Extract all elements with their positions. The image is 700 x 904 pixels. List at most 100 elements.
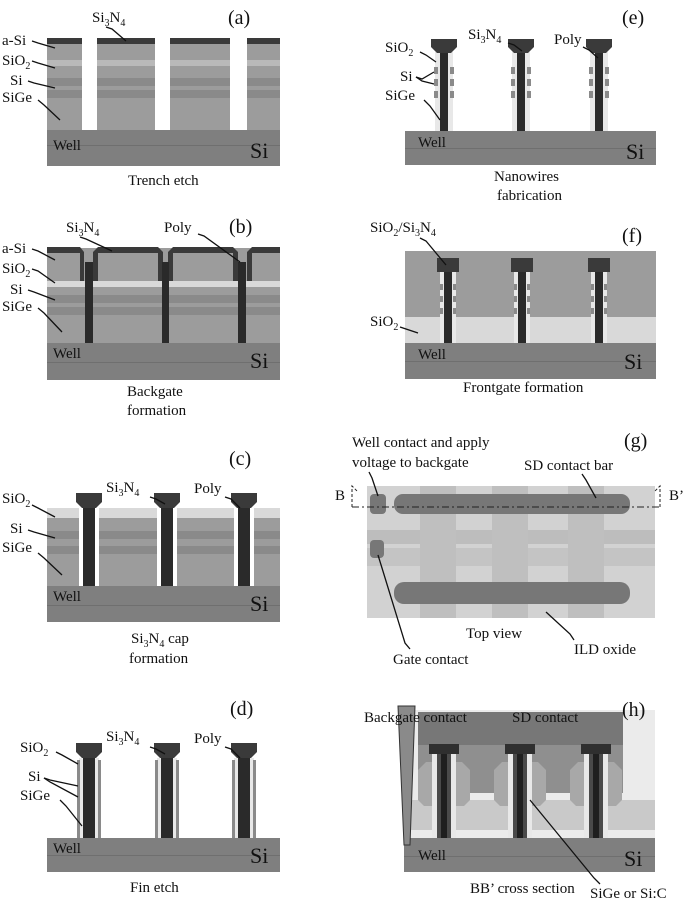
label-sio2: SiO2 xyxy=(2,53,30,72)
nitride-cap xyxy=(76,743,102,758)
poly-backgate xyxy=(441,752,447,838)
leader-line xyxy=(37,307,63,333)
poly-backgate xyxy=(85,262,93,343)
well-contact xyxy=(370,494,386,514)
nitride-cap xyxy=(76,493,102,508)
nanowire xyxy=(589,79,593,86)
leader-line xyxy=(79,236,113,252)
substrate xyxy=(47,586,280,622)
nanowire xyxy=(453,296,456,302)
poly-backgate xyxy=(161,756,173,838)
poly-backgate xyxy=(595,272,603,343)
nanowire xyxy=(514,284,517,290)
fin-sidewall xyxy=(176,760,179,838)
leader-line xyxy=(37,552,63,576)
poly-backgate xyxy=(518,272,526,343)
nitride-cap xyxy=(170,38,230,44)
panel-f: (f) SiO2/Si3N4 SiO2 Well Si Frontgate fo… xyxy=(370,220,656,396)
cut-marker-right xyxy=(654,484,661,507)
label-well: Well xyxy=(53,346,81,362)
nanowire xyxy=(605,67,609,74)
nanowire xyxy=(604,296,607,302)
label-well: Well xyxy=(418,347,446,363)
backgate-contact xyxy=(397,705,416,846)
label-poly: Poly xyxy=(194,481,222,497)
oxide-nitride-cap xyxy=(511,258,533,272)
panel-tag: (d) xyxy=(230,698,253,720)
label-sio2: SiO2 xyxy=(370,314,398,333)
label-well: Well xyxy=(53,138,81,154)
leader-line xyxy=(415,76,435,85)
panel-tag: (h) xyxy=(622,699,645,721)
leader-line xyxy=(27,529,56,539)
nanowire xyxy=(527,284,530,290)
nitride-cap xyxy=(247,247,280,281)
nanowire xyxy=(434,67,438,74)
label-sige: SiGe xyxy=(2,90,32,106)
sd-contact-bar xyxy=(394,494,630,514)
nanowire xyxy=(450,79,454,86)
panel-c: (c) SiO2 Si SiGe Si3N4 Poly Well Si Si3N… xyxy=(2,448,280,667)
leader-line xyxy=(27,289,56,301)
label-sio2: SiO2 xyxy=(2,491,30,510)
leader-line xyxy=(529,799,601,885)
label-si3n4: Si3N4 xyxy=(92,10,125,29)
nitride-cap xyxy=(247,38,280,44)
nanowire xyxy=(440,308,443,314)
caption: Frontgate formation xyxy=(463,380,584,396)
poly-backgate xyxy=(238,262,246,343)
panel-a: (a) a-Si SiO2 Si SiGe Si3N4 Well Si Tren… xyxy=(2,7,280,189)
label-well-contact-line-2: voltage to backgate xyxy=(352,455,469,471)
nanowire xyxy=(440,296,443,302)
poly-backgate xyxy=(517,752,523,838)
gate-cap xyxy=(581,744,611,754)
nitride-cap xyxy=(47,38,82,44)
nanowire xyxy=(527,79,531,86)
label-b: B xyxy=(335,488,345,504)
nanowire xyxy=(450,91,454,98)
panel-d: (d) SiO2 Si SiGe Si3N4 Poly Well Si Fin … xyxy=(20,698,280,896)
substrate xyxy=(47,130,280,166)
label-si: Si xyxy=(28,769,41,785)
panel-tag: (b) xyxy=(229,216,252,238)
fin-sidewall xyxy=(77,760,80,838)
nitride-cap xyxy=(231,493,257,508)
label-well: Well xyxy=(418,848,446,864)
label-sige: SiGe xyxy=(2,540,32,556)
label-sio2-si3n4: SiO2/Si3N4 xyxy=(370,220,436,239)
label-si-substrate: Si xyxy=(624,349,642,374)
label-b-prime: B’ xyxy=(669,488,684,504)
nanowire xyxy=(514,308,517,314)
nitride-cap xyxy=(586,39,612,53)
caption-line-2: formation xyxy=(129,651,189,667)
well-boundary xyxy=(47,605,280,606)
nitride-cap xyxy=(154,493,180,508)
nanowire xyxy=(605,91,609,98)
label-backgate-contact: Backgate contact xyxy=(364,710,468,726)
label-poly: Poly xyxy=(164,220,192,236)
fin-sidewall xyxy=(253,760,256,838)
label-well-contact-line-1: Well contact and apply xyxy=(352,435,490,451)
nitride-cap xyxy=(508,39,534,53)
panel-tag: (e) xyxy=(622,7,644,29)
nitride-cap xyxy=(431,39,457,53)
leader-line xyxy=(55,751,79,765)
label-si-substrate: Si xyxy=(626,139,644,164)
nanowire xyxy=(591,308,594,314)
nanowire xyxy=(589,67,593,74)
nanowire xyxy=(591,284,594,290)
nanowire xyxy=(527,308,530,314)
leader-line xyxy=(507,42,523,52)
label-well: Well xyxy=(53,841,81,857)
nanowire xyxy=(591,296,594,302)
poly-backgate xyxy=(444,272,452,343)
label-ild-oxide: ILD oxide xyxy=(574,642,636,658)
gate-cap xyxy=(505,744,535,754)
leader-line xyxy=(105,26,127,42)
poly-backgate xyxy=(440,50,448,131)
gate-contact xyxy=(370,540,384,558)
nanowire xyxy=(453,308,456,314)
label-a-si: a-Si xyxy=(2,33,26,49)
nanowire xyxy=(604,308,607,314)
nitride-cap xyxy=(231,743,257,758)
